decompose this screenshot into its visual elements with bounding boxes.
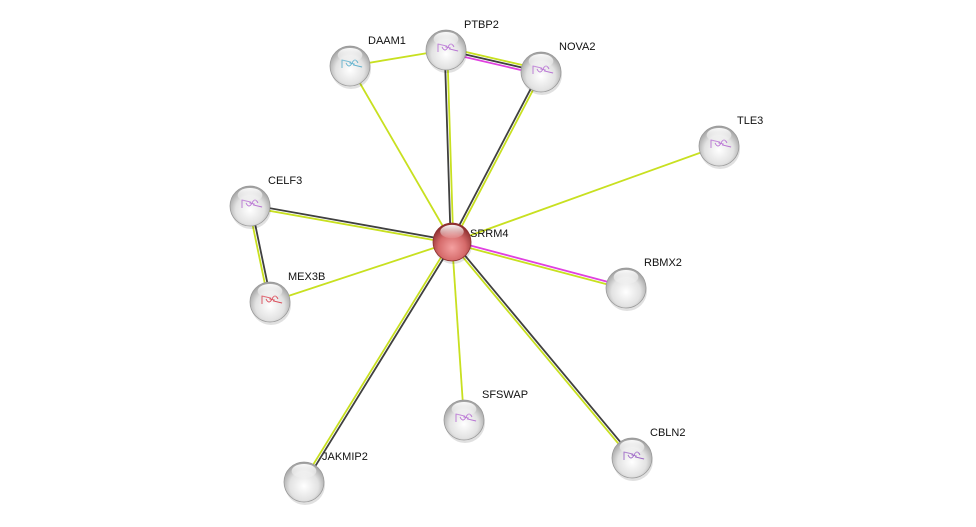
node-highlight	[706, 128, 732, 142]
edge-srrm4-nova2[interactable]	[450, 70, 543, 244]
node-label: TLE3	[737, 115, 763, 127]
edge-srrm4-ptbp2[interactable]	[443, 49, 455, 243]
edge-channel-line	[450, 242, 632, 460]
node-label: MEX3B	[288, 271, 325, 283]
edge-channel-line	[446, 49, 455, 242]
edge-srrm4-mex3b[interactable]	[269, 241, 453, 303]
edge-channel-line	[443, 50, 452, 243]
node-jakmip2[interactable]: JAKMIP2	[283, 451, 368, 505]
edge-channel-line	[250, 203, 453, 242]
edge-srrm4-sfswap[interactable]	[451, 241, 465, 421]
node-label: NOVA2	[559, 41, 595, 53]
node-label: CBLN2	[650, 427, 685, 439]
node-highlight	[237, 188, 263, 202]
edge-channel-line	[451, 241, 465, 421]
edge-channel-line	[302, 240, 452, 482]
node-highlight	[619, 440, 645, 454]
node-highlight	[337, 48, 363, 62]
node-highlight	[257, 284, 283, 298]
edge-srrm4-daam1[interactable]	[349, 65, 453, 243]
edge-channel-line	[304, 242, 454, 484]
node-sfswap[interactable]: SFSWAP	[443, 389, 528, 443]
edge-channel-line	[269, 241, 453, 303]
node-label: JAKMIP2	[322, 451, 368, 463]
node-label: DAAM1	[368, 35, 406, 47]
node-highlight	[528, 54, 554, 68]
node-srrm4[interactable]: SRRM4	[432, 222, 509, 264]
node-nova2[interactable]: NOVA2	[520, 41, 595, 95]
edge-channel-line	[452, 240, 634, 458]
node-label: PTBP2	[464, 19, 499, 31]
edge-srrm4-tle3[interactable]	[451, 145, 720, 243]
edge-channel-line	[349, 65, 453, 243]
edge-channel-line	[452, 239, 627, 288]
node-highlight	[433, 32, 459, 46]
node-daam1[interactable]: DAAM1	[329, 35, 406, 89]
node-label: RBMX2	[644, 257, 682, 269]
node-cbln2[interactable]: CBLN2	[611, 427, 685, 481]
node-highlight	[451, 402, 477, 416]
node-highlight	[440, 224, 464, 239]
node-celf3[interactable]: CELF3	[229, 175, 302, 229]
edge-channel-line	[451, 145, 720, 243]
node-mex3b[interactable]: MEX3B	[249, 271, 325, 325]
node-label: CELF3	[268, 175, 302, 187]
node-rbmx2[interactable]: RBMX2	[605, 257, 682, 311]
edge-channel-line	[450, 70, 541, 242]
edge-srrm4-jakmip2[interactable]	[302, 240, 454, 484]
edge-channel-line	[249, 206, 452, 245]
node-label: SFSWAP	[482, 389, 528, 401]
node-tle3[interactable]: TLE3	[698, 115, 763, 169]
edge-srrm4-cbln2[interactable]	[450, 240, 634, 460]
edge-channel-line	[451, 242, 626, 291]
node-highlight	[613, 270, 639, 284]
edge-srrm4-celf3[interactable]	[249, 203, 453, 245]
edge-srrm4-rbmx2[interactable]	[451, 239, 627, 291]
node-label: SRRM4	[470, 228, 509, 240]
edge-channel-line	[452, 72, 543, 244]
node-ptbp2[interactable]: PTBP2	[425, 19, 499, 73]
node-highlight	[291, 464, 317, 478]
